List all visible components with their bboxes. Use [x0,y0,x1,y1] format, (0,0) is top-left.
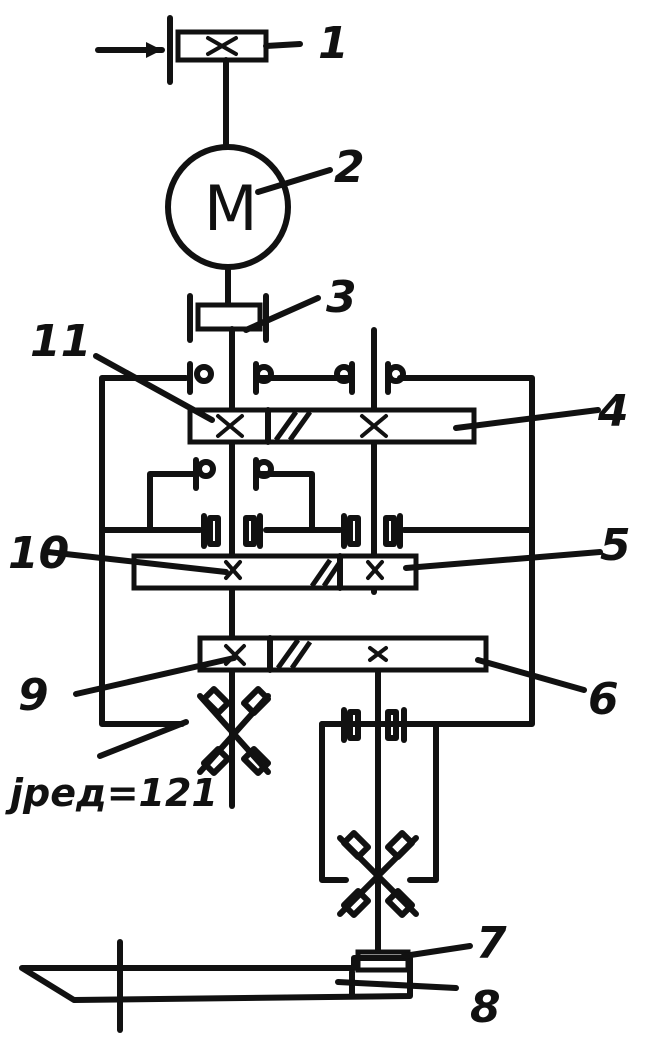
rack-table [19,939,413,1033]
upper-bearings [187,361,406,395]
roller-bearings-middle [201,513,403,549]
label-11: 11 [30,316,91,367]
label-1: 1 [318,18,349,69]
gear-ratio-label: jред=121 [5,771,218,815]
label-9: 9 [18,670,49,721]
label-2: 2 [334,142,365,193]
gearbox-housing [99,375,535,727]
label-5: 5 [600,520,631,571]
label-4: 4 [597,386,629,437]
label-3: 3 [326,272,357,323]
brake-assembly [95,15,303,85]
tapered-bearing-input [197,685,272,777]
output-bearing-housing [319,707,439,883]
label-8: 8 [470,982,501,1033]
electric-motor: M [165,144,333,270]
label-10: 10 [8,528,69,579]
gear-pair-middle [131,553,419,591]
tapered-bearing-output [337,829,419,919]
label-7: 7 [476,918,507,969]
input-coupling [187,293,321,343]
gear-pair-lower [197,635,489,673]
motor-symbol: M [204,172,258,245]
middle-bearings [147,457,315,533]
leader-lines [45,353,603,991]
gear-pair-upper [187,407,477,445]
label-6: 6 [588,674,619,725]
